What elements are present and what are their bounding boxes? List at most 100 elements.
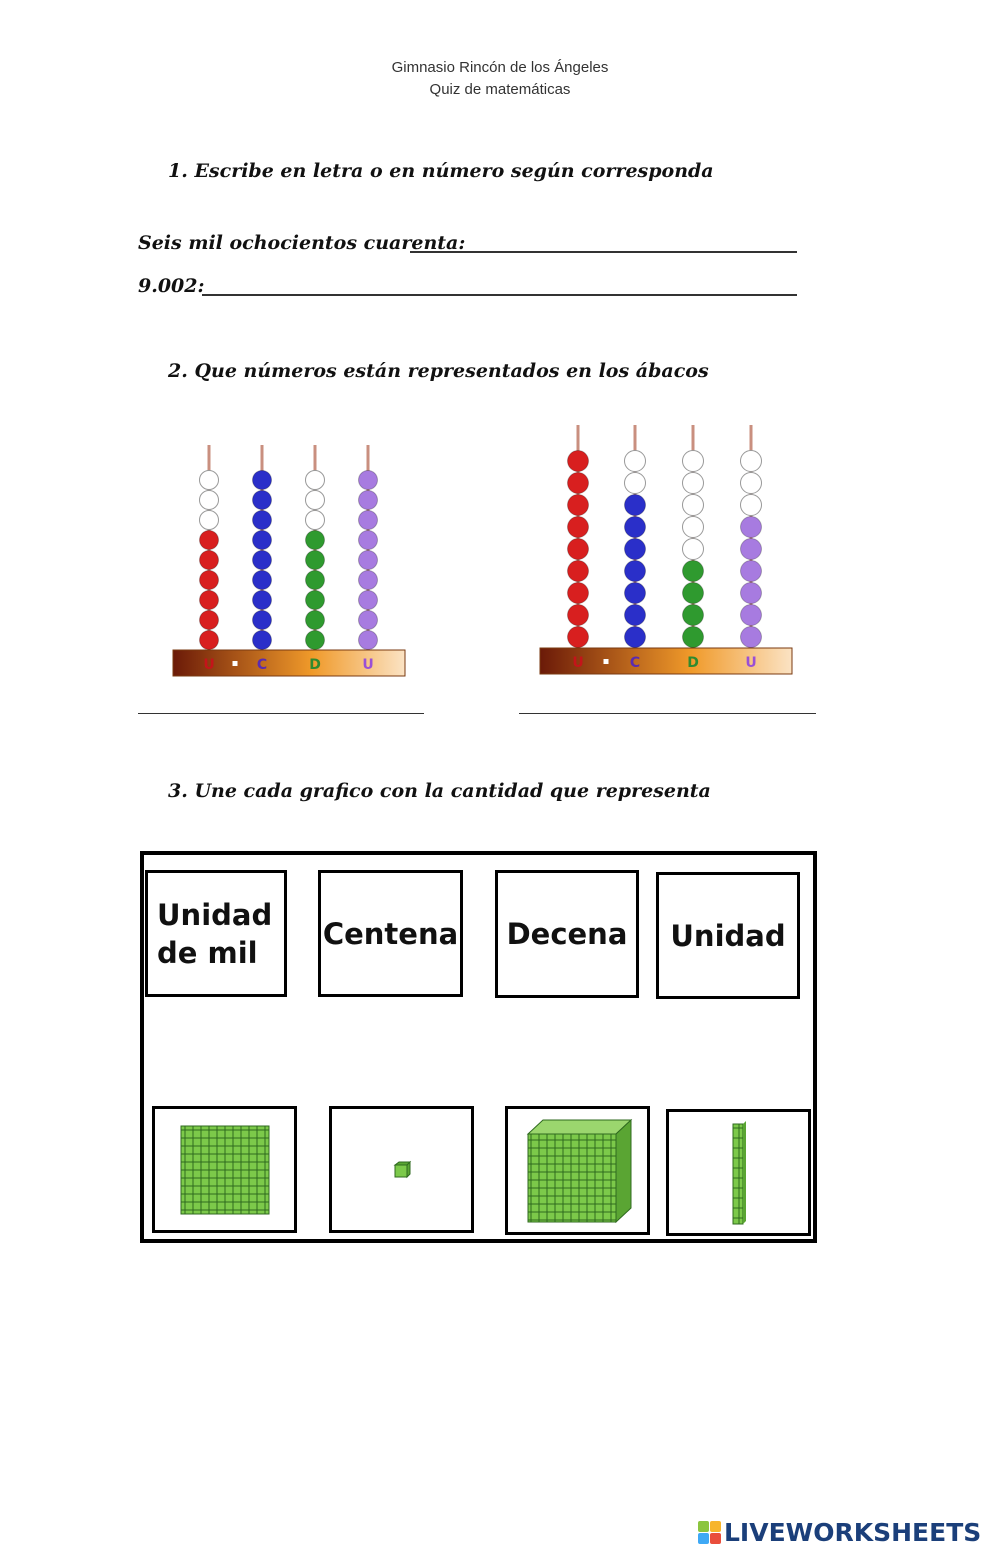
abacus-empty-bead <box>305 490 325 510</box>
abacus-place-label: D <box>687 655 699 671</box>
abacus-1-answer-line[interactable] <box>138 713 424 714</box>
abacus-bead <box>252 590 272 610</box>
abacus-bead <box>358 510 378 530</box>
abacus-bead <box>567 604 589 626</box>
abacus-bead <box>252 530 272 550</box>
abacus-place-label: C <box>630 655 640 671</box>
question-2-title: 2. Que números están representados en lo… <box>168 360 709 382</box>
abacus-bead <box>358 630 378 650</box>
abacus-bead <box>567 560 589 582</box>
label-unidad-de-mil[interactable]: Unidad de mil <box>145 870 287 997</box>
abacus-bead <box>358 470 378 490</box>
abacus-bead <box>567 450 589 472</box>
question-1-item-1: Seis mil ochocientos cuarenta: <box>138 232 466 254</box>
abacus-bead <box>682 626 704 648</box>
abacus-bead <box>305 530 325 550</box>
quiz-subtitle: Quiz de matemáticas <box>429 81 571 98</box>
abacus-place-label: U <box>203 657 214 673</box>
abacus-place-label: D <box>309 657 321 673</box>
abacus-place-label: U <box>745 655 756 671</box>
abacus-bead <box>567 516 589 538</box>
abacus-bead <box>567 472 589 494</box>
abacus-bead <box>252 630 272 650</box>
abacus-bead <box>252 470 272 490</box>
image-flat-hundred-block[interactable] <box>152 1106 297 1233</box>
abacus-bead <box>358 550 378 570</box>
abacus-bead <box>305 610 325 630</box>
abacus-empty-bead <box>199 470 219 490</box>
abacus-bead <box>199 570 219 590</box>
image-thousand-cube[interactable] <box>505 1106 650 1235</box>
label-centena[interactable]: Centena <box>318 870 463 997</box>
abacus-bead <box>358 610 378 630</box>
abacus-place-label: U <box>572 655 583 671</box>
thousand-cube-icon <box>526 1118 632 1223</box>
abacus-empty-bead <box>682 472 704 494</box>
abacus-empty-bead <box>624 472 646 494</box>
abacus-bead <box>358 570 378 590</box>
school-name: Gimnasio Rincón de los Ángeles <box>391 59 609 76</box>
ten-rod-icon <box>732 1120 746 1224</box>
hundred-flat-icon <box>180 1125 269 1214</box>
abacus-bead <box>624 560 646 582</box>
abacus-bead <box>567 626 589 648</box>
abacus-bead <box>567 494 589 516</box>
abacus-place-label: C <box>257 657 267 673</box>
unit-cube-icon <box>393 1160 411 1178</box>
abacus-dot <box>603 659 609 664</box>
abacus-bead <box>740 560 762 582</box>
abacus-empty-bead <box>305 510 325 530</box>
abacus-bead <box>199 590 219 610</box>
question-1-item-2: 9.002: <box>138 275 205 297</box>
abacus-bead <box>624 604 646 626</box>
abacus-bead <box>358 490 378 510</box>
abacus-base <box>172 649 406 677</box>
liveworksheets-logo: LIVEWORKSHEETS <box>698 1518 981 1547</box>
abacus-dot <box>232 661 238 666</box>
answer-line-1[interactable] <box>410 251 797 253</box>
image-ten-rod[interactable] <box>666 1109 811 1236</box>
abacus-bead <box>624 494 646 516</box>
abacus-bead <box>740 604 762 626</box>
image-unit-cube[interactable] <box>329 1106 474 1233</box>
abacus-empty-bead <box>305 470 325 490</box>
abacus-bead <box>682 560 704 582</box>
answer-line-2[interactable] <box>202 294 797 296</box>
abacus-bead <box>199 630 219 650</box>
abacus-bead <box>740 582 762 604</box>
abacus-bead <box>305 570 325 590</box>
matching-frame <box>140 851 817 1243</box>
abacus-bead <box>358 530 378 550</box>
abacus-bead <box>740 626 762 648</box>
abacus-bead <box>305 630 325 650</box>
abacus-bead <box>567 582 589 604</box>
abacus-empty-bead <box>199 510 219 530</box>
abacus-bead <box>199 530 219 550</box>
abacus-bead <box>567 538 589 560</box>
abacus-2-answer-line[interactable] <box>519 713 816 714</box>
abacus-bead <box>624 582 646 604</box>
abacus-empty-bead <box>682 538 704 560</box>
label-decena[interactable]: Decena <box>495 870 639 998</box>
abacus-bead <box>624 516 646 538</box>
abacus-bead <box>358 590 378 610</box>
abacus-bead <box>740 516 762 538</box>
question-1-title: 1. Escribe en letra o en número según co… <box>168 160 714 182</box>
question-3-title: 3. Une cada grafico con la cantidad que … <box>168 780 711 802</box>
abacus-bead <box>624 538 646 560</box>
abacus-bead <box>252 490 272 510</box>
abacus-empty-bead <box>740 450 762 472</box>
abacus-bead <box>252 510 272 530</box>
abacus-bead <box>199 610 219 630</box>
abacus-bead <box>199 550 219 570</box>
abacus-bead <box>624 626 646 648</box>
label-unidad[interactable]: Unidad <box>656 872 800 999</box>
abacus-empty-bead <box>682 494 704 516</box>
abacus-empty-bead <box>624 450 646 472</box>
abacus-empty-bead <box>682 450 704 472</box>
abacus-empty-bead <box>740 494 762 516</box>
abacus-bead <box>305 590 325 610</box>
